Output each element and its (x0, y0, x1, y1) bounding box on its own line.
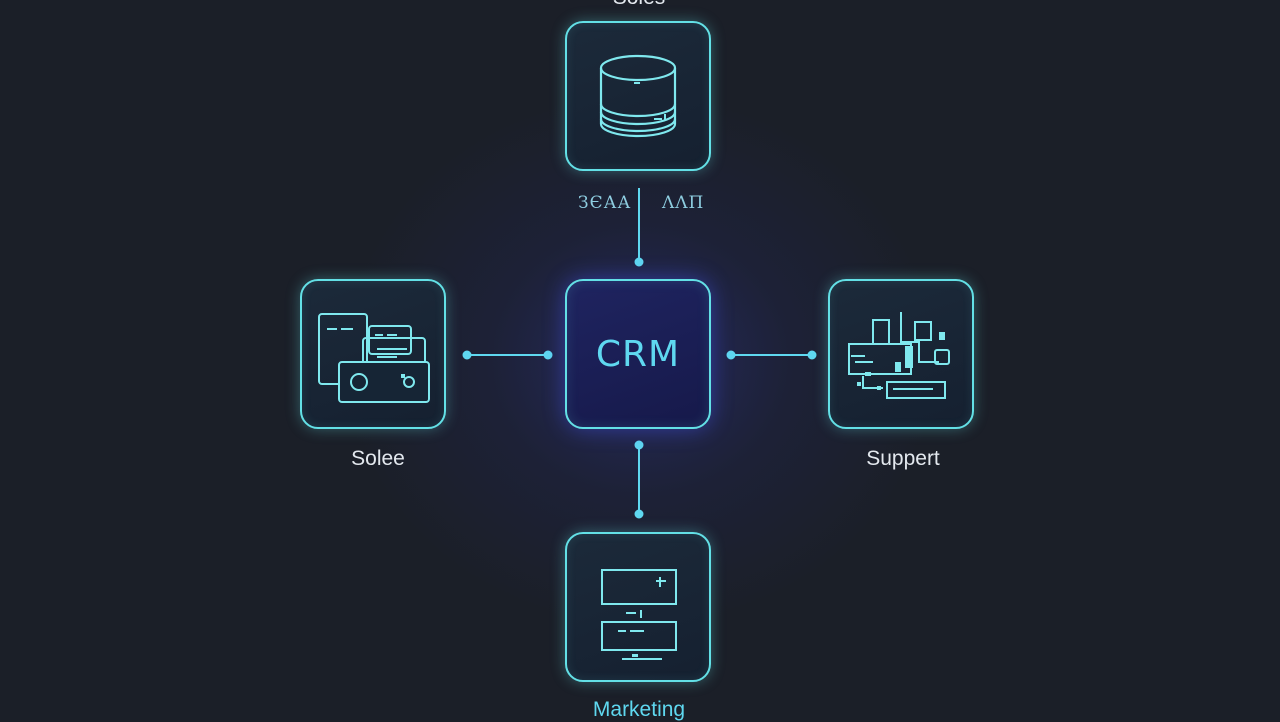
node-right[interactable] (828, 279, 974, 429)
database-icon (599, 54, 677, 138)
connector-left-dot-b (543, 350, 553, 360)
connector-top-dot (634, 257, 644, 267)
hub-crm[interactable]: CRM (565, 279, 711, 429)
node-label-top: Soles (589, 0, 689, 10)
hub-label: CRM (595, 333, 681, 375)
circuit-icon (848, 312, 950, 399)
node-bottom[interactable] (565, 532, 711, 682)
connector-bottom-dot-b (634, 509, 644, 519)
node-left[interactable] (300, 279, 446, 429)
connector-right-dot-a (726, 350, 736, 360)
connector-bottom-dot-a (634, 440, 644, 450)
connector-right-dot-b (807, 350, 817, 360)
form-icon (601, 569, 677, 660)
node-label-right: Suppert (866, 447, 940, 470)
connector-left-dot-a (462, 350, 472, 360)
edge-label-top-left: ЗЄАА (578, 193, 632, 213)
node-top[interactable] (565, 21, 711, 171)
node-label-left: Solee (351, 447, 405, 470)
cards-icon (318, 313, 430, 403)
edge-label-top-right: ΛΛΠ (662, 193, 705, 213)
node-label-bottom: Marketing (592, 698, 686, 721)
